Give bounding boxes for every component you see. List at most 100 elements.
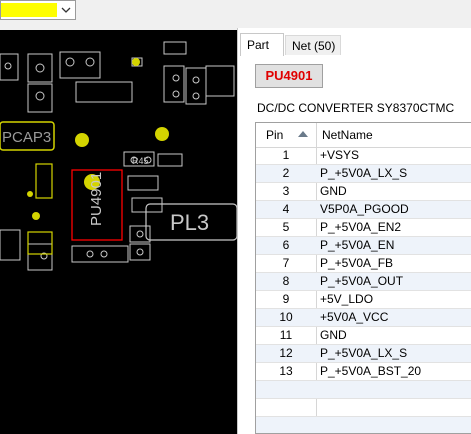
pad (35, 163, 53, 199)
highlight-via (32, 212, 40, 220)
pin-number-cell: 1 (282, 148, 290, 162)
netname-cell: +5V_LDO (320, 292, 374, 306)
pad (131, 197, 163, 213)
column-header-pin[interactable]: Pin (266, 128, 284, 142)
pin-table-header: Pin NetName (256, 123, 471, 148)
pl-outline: PL3 (145, 203, 237, 241)
column-header-netname[interactable]: NetName (322, 128, 373, 142)
table-row-empty (256, 399, 471, 417)
via (144, 156, 152, 164)
pin-number-cell: 2 (282, 166, 290, 180)
table-row[interactable]: 9 +5V_LDO (256, 291, 471, 309)
yellow-component (27, 163, 53, 255)
table-row[interactable]: 2 P_+5V0A_LX_S (256, 165, 471, 183)
pad (127, 175, 159, 191)
pin-number-cell: 6 (282, 238, 290, 252)
pad (129, 243, 151, 261)
pad (157, 153, 183, 167)
pad (59, 51, 101, 79)
via (130, 156, 138, 164)
highlight-via (75, 133, 89, 147)
pin-number-cell: 7 (282, 256, 290, 270)
via (192, 76, 200, 84)
table-row[interactable]: 4 V5P0A_PGOOD (256, 201, 471, 219)
table-row-empty (256, 381, 471, 399)
highlight-via (27, 191, 33, 197)
pad (27, 243, 53, 271)
table-row[interactable]: 8 P_+5V0A_OUT (256, 273, 471, 291)
via (172, 74, 180, 82)
pad (123, 151, 155, 167)
via (86, 250, 94, 258)
pin-number-cell: 13 (279, 364, 293, 378)
netname-cell: P_+5V0A_LX_S (320, 166, 408, 180)
pin-number-cell: 10 (279, 310, 293, 324)
yellow-component-box (35, 163, 53, 199)
layer-color-dropdown[interactable] (0, 0, 76, 20)
pin-number-cell: 3 (282, 184, 290, 198)
pcb-canvas: PCAP3 PU4901 PL3 R45 (0, 41, 237, 271)
table-row[interactable]: 7 P_+5V0A_FB (256, 255, 471, 273)
pin-number-cell: 8 (282, 274, 290, 288)
part-refdes-box[interactable]: PU4901 (255, 64, 323, 88)
table-row[interactable]: 10 +5V0A_VCC (256, 309, 471, 327)
pad (163, 41, 187, 55)
via (40, 252, 48, 260)
tab-part[interactable]: Part (240, 33, 284, 56)
pcb-board-view[interactable]: PCAP3 PU4901 PL3 R45 (0, 30, 237, 434)
pad (205, 65, 235, 97)
resistor-label: R45 (132, 156, 149, 166)
pin-number-cell: 4 (282, 202, 290, 216)
netname-cell: P_+5V0A_BST_20 (320, 364, 422, 378)
pin-number-cell: 11 (279, 328, 293, 342)
pad-group (0, 41, 235, 271)
via (100, 250, 108, 258)
tab-net[interactable]: Net (50) (285, 35, 341, 55)
netname-cell: P_+5V0A_OUT (320, 274, 404, 288)
via (136, 230, 144, 238)
pad (75, 81, 133, 103)
chevron-down-icon (61, 7, 71, 13)
part-outline (71, 169, 123, 241)
table-row[interactable]: 11 GND (256, 327, 471, 345)
table-row[interactable]: 6 P_+5V0A_EN (256, 237, 471, 255)
via (85, 57, 95, 67)
via-group (4, 57, 200, 260)
highlight-via (84, 174, 100, 190)
highlight-via (132, 58, 140, 66)
pl-outline-box (145, 203, 237, 241)
table-row[interactable]: 3 GND (256, 183, 471, 201)
table-row[interactable]: 13 P_+5V0A_BST_20 (256, 363, 471, 381)
cap-outline: PCAP3 (0, 121, 55, 151)
pad (27, 53, 53, 83)
pad (0, 53, 19, 81)
pin-number-cell: 9 (282, 292, 290, 306)
cap-label: PCAP3 (2, 129, 51, 146)
netname-cell: P_+5V0A_EN (320, 238, 395, 252)
netname-cell: GND (320, 184, 347, 198)
toolbar (0, 0, 237, 28)
cap-outline-box (0, 121, 55, 151)
via (35, 91, 45, 101)
netname-cell: V5P0A_PGOOD (320, 202, 409, 216)
table-row[interactable]: 1+VSYS (256, 147, 471, 165)
pin-number-cell: 12 (279, 346, 293, 360)
pad (0, 229, 21, 261)
table-row-empty (256, 417, 471, 433)
part-label: PU4901 (88, 172, 105, 226)
via (35, 63, 45, 73)
netname-cell: GND (320, 328, 347, 342)
netname-cell: +5V0A_VCC (320, 310, 389, 324)
netname-cell: P_+5V0A_FB (320, 256, 394, 270)
highlight-via (155, 127, 169, 141)
sort-ascending-icon[interactable] (298, 131, 308, 137)
pad (27, 83, 53, 113)
part-description: DC/DC CONVERTER SY8370CTMC (257, 101, 455, 115)
resistor: R45 (132, 156, 149, 166)
pad (129, 225, 151, 243)
via (192, 92, 200, 100)
via (136, 248, 144, 256)
